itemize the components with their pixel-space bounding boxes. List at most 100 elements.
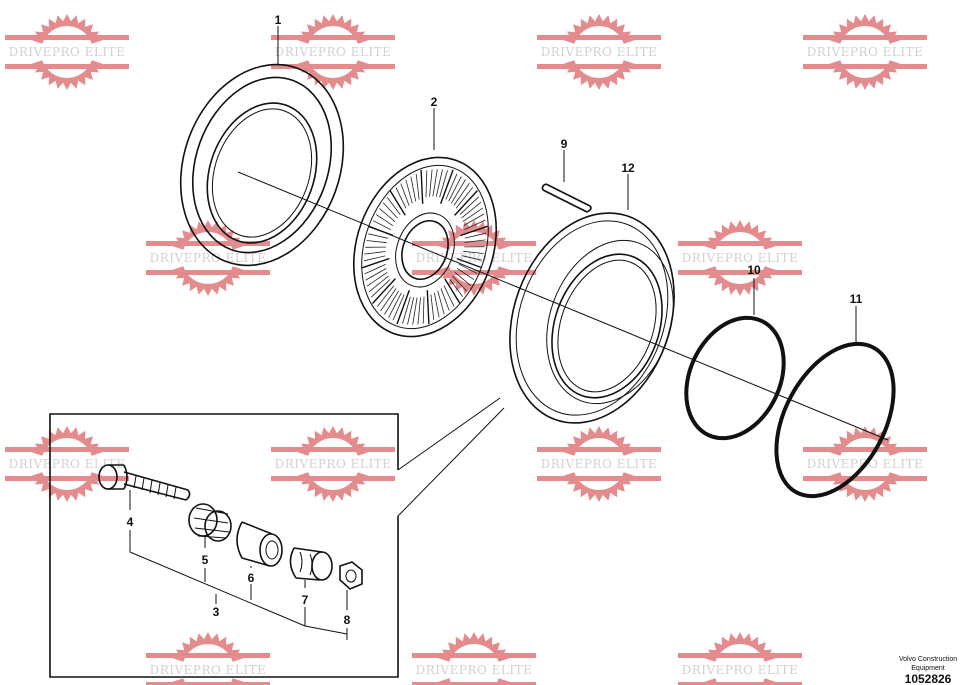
friction-hatch (368, 275, 389, 293)
part-10-o-ring (684, 315, 786, 441)
friction-hatch (432, 169, 438, 197)
watermark-text: DRIVEPRO ELITE (682, 251, 799, 265)
part-12-piston (509, 212, 675, 424)
watermark-gear-logo: DRIVEPRO ELITE (537, 14, 661, 90)
watermark-text: DRIVEPRO ELITE (682, 663, 799, 677)
friction-hatch (456, 267, 475, 280)
friction-hatch (407, 297, 415, 325)
watermark-gear-logo: DRIVEPRO ELITE (146, 632, 270, 685)
friction-segment-divider (361, 257, 390, 269)
label-part-12: 12 (621, 161, 635, 175)
friction-hatch (458, 263, 478, 274)
label-part-8: 8 (344, 613, 351, 627)
friction-hatch (433, 292, 440, 318)
friction-hatch (462, 207, 484, 222)
friction-hatch (382, 202, 398, 219)
friction-hatch (405, 179, 413, 204)
part-2-friction-plate (352, 156, 498, 338)
watermark-gear-logo: DRIVEPRO ELITE (803, 14, 927, 90)
friction-hatch (363, 255, 386, 262)
friction-hatch (386, 197, 401, 215)
friction-hatch (454, 271, 471, 286)
label-part-2: 2 (431, 95, 438, 109)
friction-hatch (366, 240, 387, 244)
footer: Volvo Construction Equipment 1052826 (899, 656, 957, 685)
friction-segment-divider (396, 289, 410, 325)
part-7-spring-sleeve (289, 547, 333, 581)
friction-hatch (430, 294, 435, 321)
watermark-text: DRIVEPRO ELITE (9, 45, 126, 59)
watermark-text: DRIVEPRO ELITE (416, 251, 533, 265)
friction-hatch (425, 170, 428, 198)
friction-hatch (464, 239, 486, 243)
friction-hatch (429, 169, 433, 197)
friction-hatch (365, 268, 387, 281)
friction-hatch (376, 285, 395, 307)
friction-hatch (452, 275, 468, 292)
friction-hatch (459, 196, 479, 215)
part-9-pin (541, 183, 592, 213)
friction-hatch (379, 208, 396, 223)
label-part-4: 4 (127, 515, 134, 529)
friction-hatch (422, 296, 425, 324)
watermark-gear-logo: DRIVEPRO ELITE (271, 14, 395, 90)
friction-hatch (463, 213, 485, 226)
footer-company-line-2: Equipment (911, 665, 945, 672)
friction-segments (361, 169, 489, 325)
watermark-text: DRIVEPRO ELITE (807, 45, 924, 59)
friction-hatch (451, 179, 466, 204)
label-part-11: 11 (850, 292, 863, 306)
friction-segment-divider (444, 278, 461, 304)
friction-hatch (449, 279, 464, 297)
friction-segment-divider (371, 278, 396, 304)
friction-hatch (417, 297, 421, 325)
part-8-nut (339, 561, 363, 590)
watermark-text: DRIVEPRO ELITE (541, 45, 658, 59)
friction-hatch (368, 233, 388, 239)
label-part-5: 5 (202, 553, 209, 567)
label-part-10: 10 (747, 263, 761, 277)
watermark-gear-logo: DRIVEPRO ELITE (537, 426, 661, 502)
footer-company-line-1: Volvo Construction (899, 656, 957, 663)
friction-segment-divider (440, 169, 454, 205)
watermark-gear-logo: DRIVEPRO ELITE (678, 220, 802, 296)
friction-hatch (440, 288, 450, 311)
watermark-gear-logo: DRIVEPRO ELITE (271, 426, 395, 502)
watermark-gear-logo: DRIVEPRO ELITE (412, 632, 536, 685)
friction-hatch (453, 182, 470, 206)
friction-hatch (462, 255, 482, 261)
friction-hatch (437, 290, 445, 315)
friction-segment-divider (456, 257, 482, 269)
friction-hatch (439, 170, 448, 198)
part-11-o-ring (774, 341, 896, 499)
friction-hatch (395, 187, 407, 209)
watermark-layer: DRIVEPRO ELITE DRIVEPRO ELITE DRIVEPRO ELI… (5, 14, 927, 685)
friction-hatch (464, 232, 487, 239)
friction-hatch (443, 285, 455, 307)
part-labels: 1 2 9 12 10 11 4 5 6 3 7 8 (127, 13, 863, 627)
watermark-text: DRIVEPRO ELITE (275, 457, 392, 471)
friction-hatch (463, 250, 484, 254)
friction-hatch (435, 169, 443, 197)
friction-hatch (400, 183, 410, 206)
friction-hatch (410, 176, 417, 202)
label-part-6: 6 (248, 571, 255, 585)
watermark-text: DRIVEPRO ELITE (541, 457, 658, 471)
watermark-gear-logo: DRIVEPRO ELITE (5, 14, 129, 90)
label-part-9: 9 (561, 137, 568, 151)
part-1-disc (179, 63, 345, 267)
friction-hatch (366, 272, 388, 287)
watermark-gear-logo: DRIVEPRO ELITE (678, 632, 802, 685)
friction-hatch (372, 220, 392, 231)
friction-hatch (388, 292, 402, 318)
friction-hatch (445, 173, 458, 200)
friction-hatch (402, 296, 411, 324)
friction-hatch (364, 251, 386, 255)
part-4-bolt (98, 464, 191, 501)
friction-hatch (448, 176, 462, 202)
friction-hatch (375, 214, 394, 227)
watermark-text: DRIVEPRO ELITE (150, 251, 267, 265)
friction-hatch (371, 279, 391, 298)
friction-segment-divider (426, 290, 430, 325)
